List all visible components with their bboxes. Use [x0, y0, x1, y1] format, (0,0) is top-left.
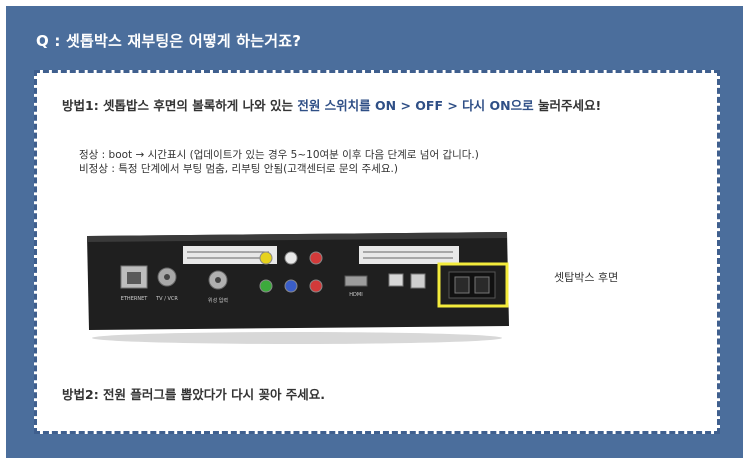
power-switch-rocker: [474, 276, 490, 294]
serial-sticker: [183, 246, 277, 264]
status-description: 정상 : boot → 시간표시 (업데이트가 있는 경우 5~10여분 이후 …: [79, 148, 479, 176]
method1-suffix: 눌러주세요!: [533, 98, 602, 113]
device-caption: 셋탑박스 후면: [554, 271, 619, 284]
usb-port: [410, 273, 426, 289]
status-abnormal: 비정상 : 특정 단계에서 부팅 멈춤, 리부팅 안됨(고객센터로 문의 주세요…: [79, 163, 398, 175]
method1-text: 방법1: 셋톱밥스 후면의 볼록하게 나와 있는 전원 스위치를 ON > OF…: [62, 95, 601, 114]
hdmi-port: [344, 275, 368, 287]
port-label-hdmi: HDMI: [349, 292, 362, 298]
rca-yellow-jack: [259, 251, 273, 265]
satellite-input-core: [215, 277, 221, 283]
rca-red-jack-2: [309, 279, 323, 293]
port-label-tv-vcr: TV / VCR: [155, 296, 178, 302]
device-top-edge: [87, 232, 507, 242]
method2-text: 방법2: 전원 플러그를 뽑았다가 다시 꽂아 주세요.: [62, 387, 326, 402]
rca-blue-jack: [284, 279, 298, 293]
settopbox-illustration: ETHERNET TV / VCR 위성 입력: [87, 232, 509, 344]
faq-panel: Q : 셋톱박스 재부팅은 어떻게 하는거죠? 방법1: 셋톱밥스 후면의 볼록…: [6, 6, 743, 458]
device-shadow: [92, 332, 502, 344]
rca-white-jack: [284, 251, 298, 265]
rca-green-jack: [259, 279, 273, 293]
power-switch-highlight: [437, 262, 509, 308]
power-switch-rocker: [454, 276, 470, 294]
ethernet-port-inner: [127, 272, 141, 284]
answer-card: 방법1: 셋톱밥스 후면의 볼록하게 나와 있는 전원 스위치를 ON > OF…: [34, 70, 720, 434]
rca-red-jack: [309, 251, 323, 265]
status-normal: 정상 : boot → 시간표시 (업데이트가 있는 경우 5~10여분 이후 …: [79, 149, 479, 161]
method1-highlight: 전원 스위치를 ON > OFF > 다시 ON으로: [297, 98, 534, 113]
method1-prefix: 방법1: 셋톱밥스 후면의 볼록하게 나와 있는: [62, 98, 298, 113]
mac-sticker: [359, 246, 459, 264]
port-label-satellite: 위성 입력: [208, 297, 228, 304]
optical-port: [388, 273, 404, 287]
question-title: Q : 셋톱박스 재부팅은 어떻게 하는거죠?: [36, 32, 302, 50]
settopbox-rear-image: ETHERNET TV / VCR 위성 입력: [83, 230, 511, 348]
tv-vcr-connector-core: [164, 274, 170, 280]
port-label-ethernet: ETHERNET: [121, 296, 149, 302]
